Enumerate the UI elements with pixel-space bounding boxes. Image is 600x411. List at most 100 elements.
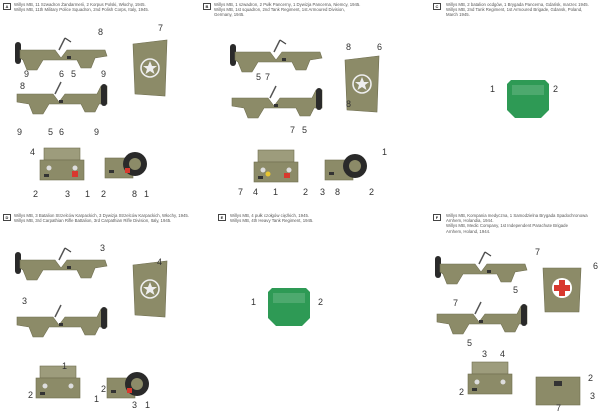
caption-line: Willys MB, 1 szwadron, 2 Pułk Pancerny, …: [214, 2, 361, 7]
caption-line: Willys MB, 2nd Tank Regiment, 1st Armour…: [446, 7, 583, 13]
scheme-letter: D: [3, 214, 11, 221]
jeep-rear-view: [535, 376, 581, 406]
callout: 8: [335, 187, 341, 197]
callout: 6: [59, 69, 65, 79]
callout: 8: [98, 27, 104, 37]
callout: 3: [590, 391, 596, 401]
caption-line: Willys MB, 4th Heavy Tank Regiment, 1945…: [230, 218, 314, 224]
jeep-front-view: [467, 361, 513, 395]
callout: 2: [101, 384, 107, 394]
callout: 1: [490, 84, 496, 94]
callout: 9: [94, 127, 100, 137]
callout: 4: [500, 349, 506, 359]
callout: 2: [459, 387, 465, 397]
caption-line: Willys MB, 4 pułk czołgów ciężkich, 1945…: [230, 213, 310, 218]
callout: 2: [101, 189, 107, 199]
callout: 2: [588, 373, 594, 383]
jeep-left-side-view: [14, 247, 108, 281]
callout: 4: [253, 187, 259, 197]
scheme-caption: Willys MB, 2 batalion ocdgów, 1 Brygada …: [446, 2, 589, 18]
callout: 8: [346, 42, 352, 52]
callout: 2: [303, 187, 309, 197]
caption-line: Willys MB, 2 batalion ocdgów, 1 Brygada …: [446, 2, 589, 7]
callout: 3: [482, 349, 488, 359]
callout: 7: [158, 23, 164, 33]
callout: 1: [85, 189, 91, 199]
callout: 3: [320, 187, 326, 197]
scheme-letter: F: [433, 214, 441, 221]
jeep-rear-view: [106, 371, 150, 399]
jeep-front-view: [39, 147, 85, 181]
callout: 9: [101, 69, 107, 79]
callout: 6: [59, 127, 65, 137]
caption-line: March 1945.: [446, 12, 470, 18]
caption-line: Willys MB, 11th Military Police Squadron…: [14, 7, 150, 13]
caption-line: Willys MB, Medic Company, 1st Independen…: [446, 223, 568, 229]
jeep-right-side-view: [16, 81, 108, 115]
jeep-left-side-view: [434, 251, 528, 285]
callout: 5: [302, 125, 308, 135]
callout: 1: [273, 187, 279, 197]
callout: 9: [24, 69, 30, 79]
callout: 5: [513, 285, 519, 295]
jeep-right-side-view: [231, 85, 323, 119]
windshield-panel-green: [268, 288, 310, 326]
callout: 7: [290, 125, 296, 135]
callout: 3: [132, 400, 138, 410]
callout: 3: [100, 243, 106, 253]
jeep-left-side-view: [14, 37, 108, 71]
scheme-caption: Willys MB, 11 Szwadron Żandarmerii, 2 Ko…: [14, 2, 149, 12]
callout: 1: [251, 297, 257, 307]
callout: 8: [346, 99, 352, 109]
callout: 7: [265, 72, 271, 82]
caption-line: Willys MB, Kompania medyczna, 1 Samodzie…: [446, 213, 588, 218]
caption-line: Arnhem, Holand, 1944.: [446, 228, 491, 234]
callout: 3: [65, 189, 71, 199]
callout: 1: [94, 394, 100, 404]
callout: 8: [20, 81, 26, 91]
callout: 7: [535, 247, 541, 257]
callout: 4: [157, 257, 163, 267]
scheme-letter: A: [3, 3, 11, 10]
caption-line: Willys MB, 1st squadron, 2nd Tank Regime…: [214, 7, 345, 13]
callout: 2: [318, 297, 324, 307]
callout: 3: [22, 296, 28, 306]
callout: 6: [593, 261, 599, 271]
callout: 6: [377, 42, 383, 52]
callout: 1: [145, 400, 151, 410]
callout: 2: [28, 390, 34, 400]
jeep-rear-view: [104, 151, 148, 179]
scheme-caption: Willys MB, 3 Batalion Strzelców Karpacki…: [14, 213, 189, 223]
callout: 2: [553, 84, 559, 94]
callout: 1: [382, 147, 388, 157]
callout: 4: [30, 147, 36, 157]
caption-line: Willys MB, 11 Szwadron Żandarmerii, 2 Ko…: [14, 2, 146, 7]
callout: 7: [556, 403, 562, 411]
hood-star-panel: [344, 55, 380, 113]
callout: 5: [467, 338, 473, 348]
callout: 7: [238, 187, 244, 197]
callout: 5: [256, 72, 262, 82]
hood-star-panel: [132, 39, 168, 97]
caption-line: Willys MB, 3 Batalion Strzelców Karpacki…: [14, 213, 189, 218]
callout: 1: [144, 189, 150, 199]
callout: 5: [48, 127, 54, 137]
callout: 1: [62, 361, 68, 371]
jeep-left-side-view: [229, 39, 323, 73]
callout: 9: [17, 127, 23, 137]
hood-red-cross-panel: [542, 267, 582, 313]
scheme-letter: B: [203, 3, 211, 10]
caption-line: Germany, 1945.: [214, 12, 245, 18]
scheme-caption: Willys MB, Kompania medyczna, 1 Samodzie…: [446, 213, 588, 234]
jeep-front-view: [253, 149, 299, 183]
callout: 2: [369, 187, 375, 197]
callout: 2: [33, 189, 39, 199]
scheme-letter: C: [433, 3, 441, 10]
jeep-front-view: [35, 365, 81, 399]
caption-line: Arnhem, Holandia, 1944.: [446, 218, 494, 224]
callout: 5: [71, 69, 77, 79]
jeep-right-side-view: [16, 304, 108, 338]
scheme-caption: Willys MB, 1 szwadron, 2 Pułk Pancerny, …: [214, 2, 360, 18]
scheme-letter: E: [218, 214, 226, 221]
